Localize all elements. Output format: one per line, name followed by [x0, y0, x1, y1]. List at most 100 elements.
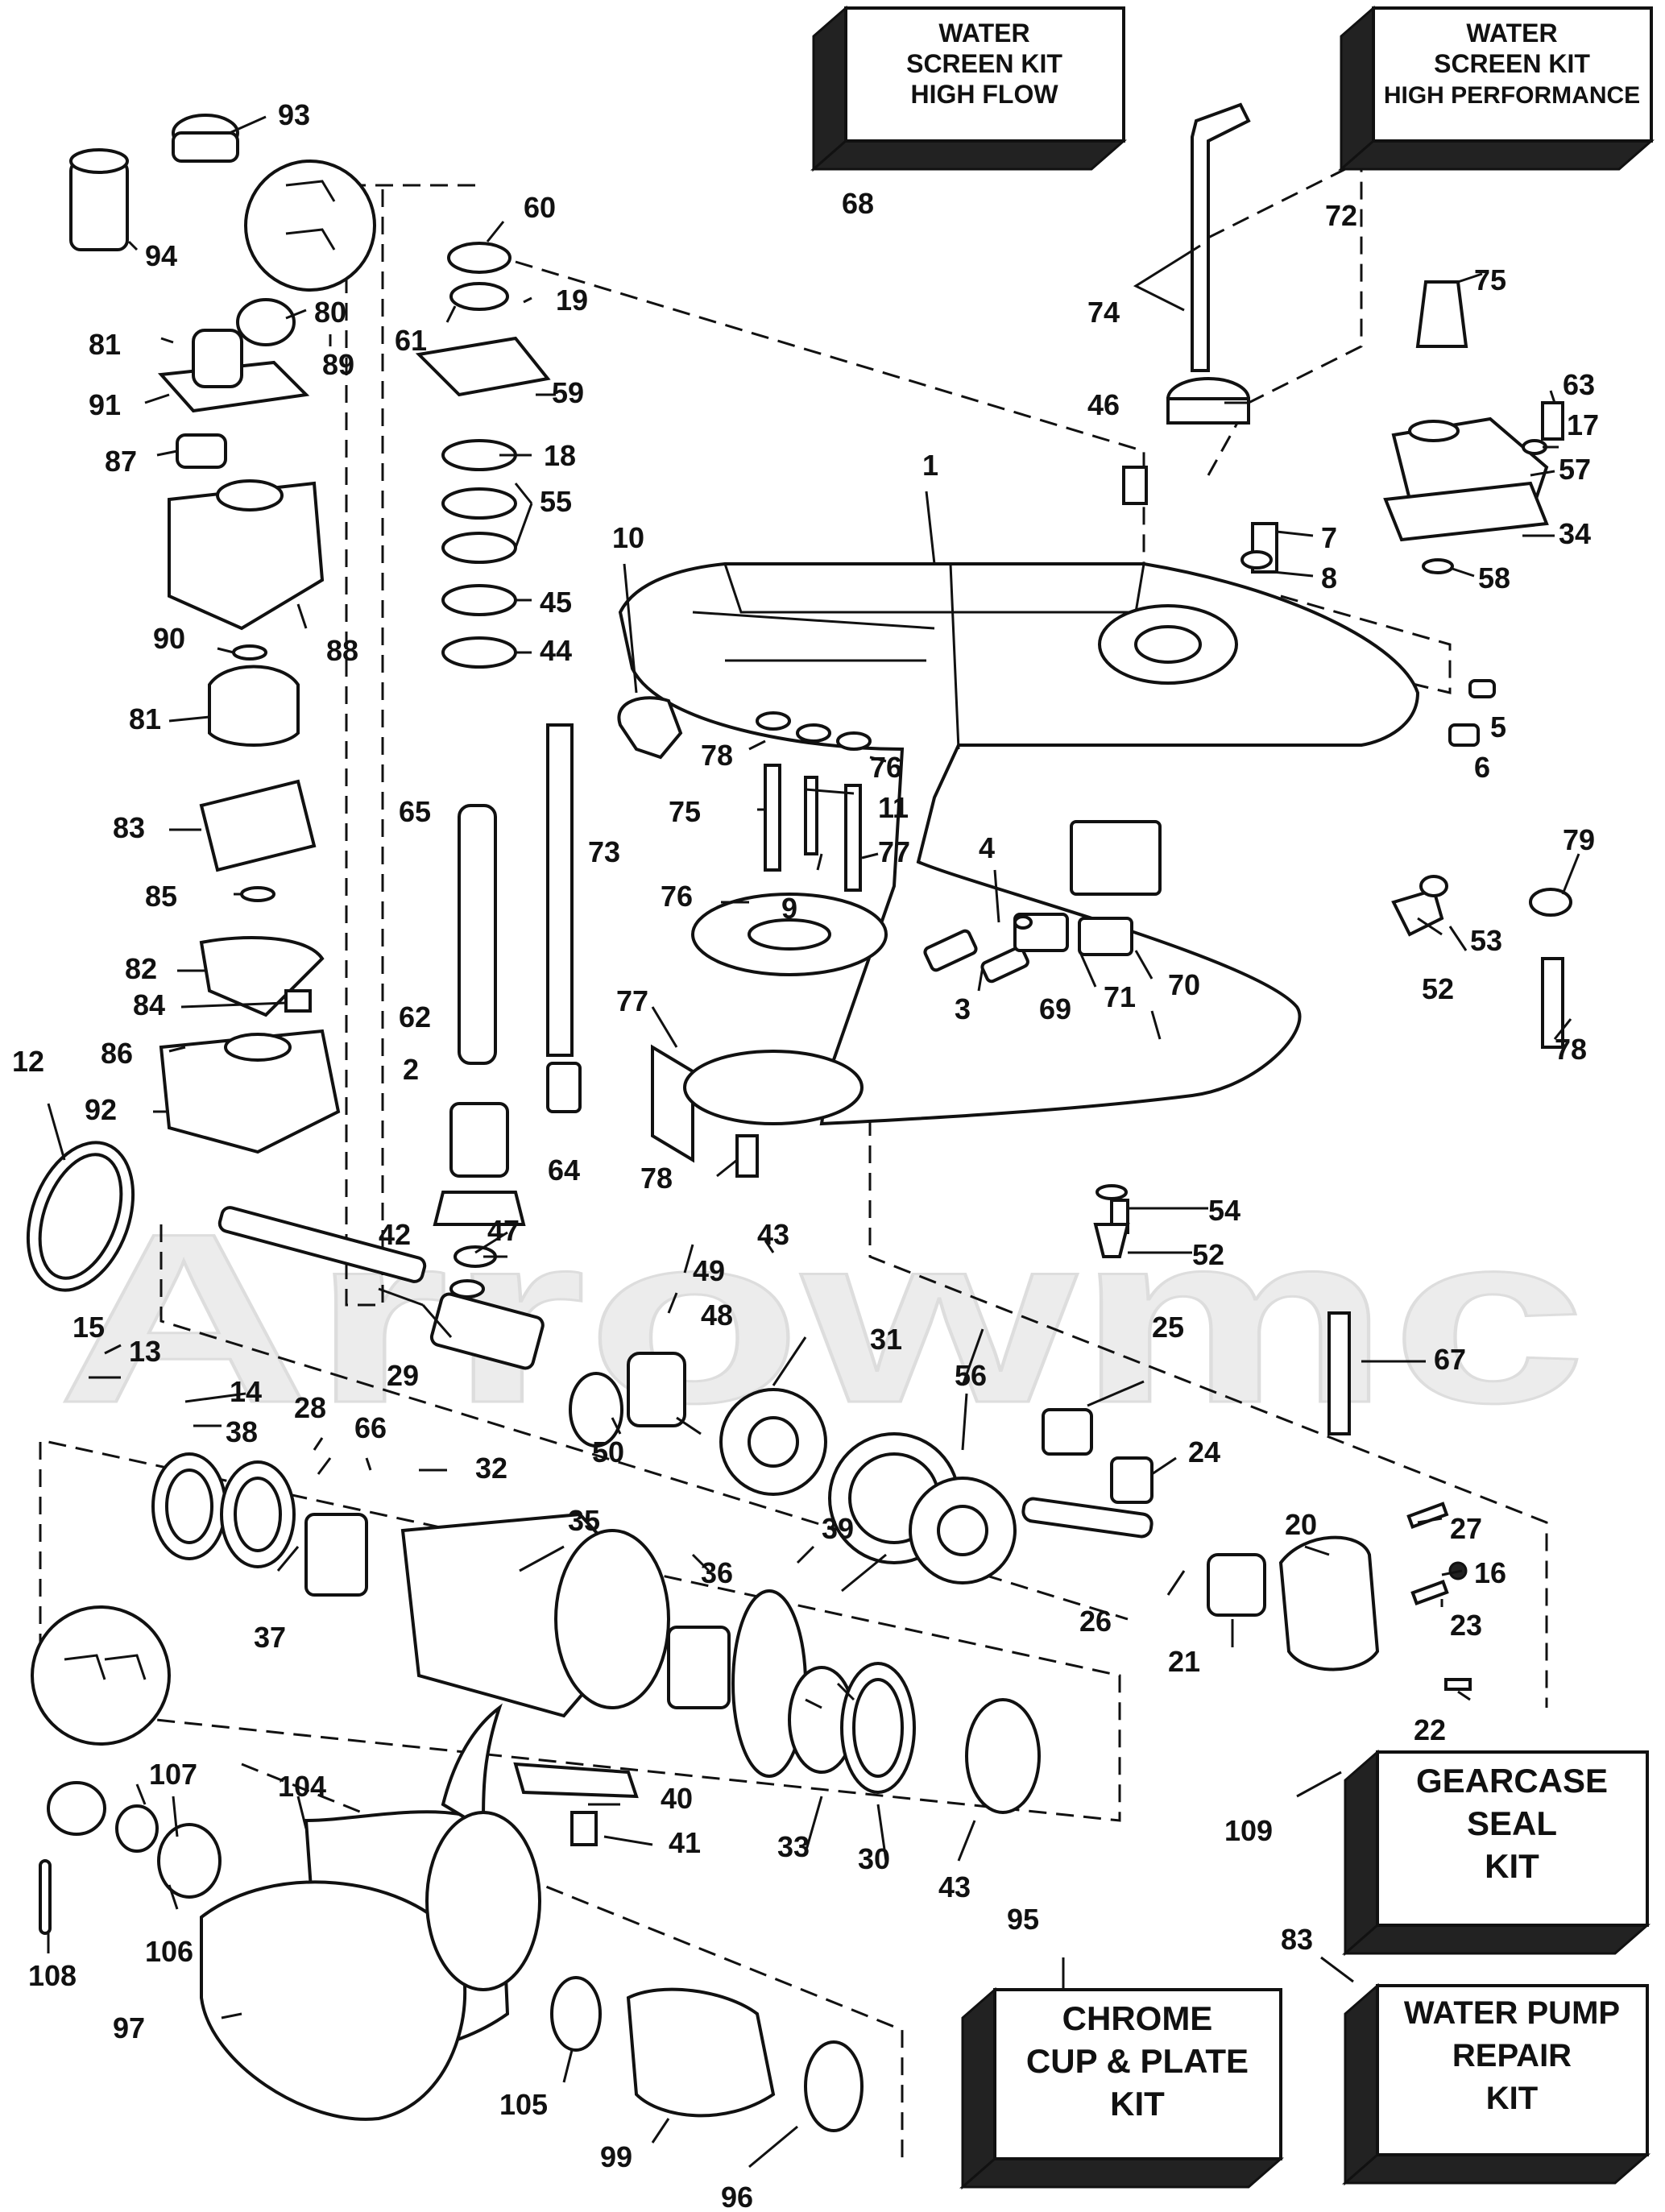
- callout-1: 1: [922, 449, 938, 482]
- callout-81-right: 79: [1563, 823, 1595, 856]
- callout-44: 44: [540, 634, 572, 667]
- callout-52: 53: [1470, 924, 1502, 957]
- callout-47: 47: [487, 1214, 520, 1247]
- callout-67: 69: [1039, 992, 1071, 1025]
- callout-19: 19: [556, 284, 588, 317]
- callout-87: 83: [113, 811, 145, 844]
- callout-50: 50: [592, 1435, 624, 1468]
- kit-66-line-1: WATER: [938, 19, 1029, 48]
- callout-4: 4: [979, 831, 995, 864]
- callout-78: 76: [870, 751, 902, 784]
- callout-30: 30: [858, 1842, 890, 1875]
- callout-49: 49: [693, 1254, 725, 1287]
- propshaft-parts: [151, 1452, 1041, 1846]
- callout-90: 86: [101, 1037, 133, 1070]
- kit-box-100: CHROME CUP & PLATE KIT: [959, 1986, 1284, 2190]
- detail-circles: [31, 159, 376, 1746]
- callout-72: 74: [1087, 296, 1120, 329]
- kit-82-line-2: REPAIR: [1452, 2038, 1572, 2073]
- callout-32: 32: [475, 1452, 507, 1485]
- callout-27: 27: [1450, 1512, 1482, 1545]
- kit-82-line-3: KIT: [1486, 2081, 1538, 2116]
- callout-8: 8: [1321, 561, 1337, 594]
- kit-70-line-1: WATER: [1466, 19, 1557, 48]
- callout-9: 9: [781, 892, 797, 925]
- callout-25: 25: [1152, 1311, 1184, 1344]
- callout-70: 72: [1325, 199, 1357, 232]
- callout-37: 37: [254, 1621, 286, 1654]
- callout-51: 52: [1422, 972, 1454, 1005]
- kit-109-line-2: SEAL: [1467, 1804, 1557, 1842]
- callout-99: 94: [145, 239, 177, 272]
- kit-box-70: WATER SCREEN KIT HIGH PERFORMANCE: [1338, 5, 1655, 172]
- callout-66: 68: [842, 187, 874, 220]
- callout-62: 64: [548, 1154, 580, 1187]
- callout-73: 75: [1474, 263, 1506, 296]
- kit-box-66: WATER SCREEN KIT HIGH FLOW: [810, 5, 1127, 172]
- callout-22: 22: [1414, 1713, 1446, 1746]
- callout-29: 29: [387, 1359, 419, 1392]
- callout-83: 80: [314, 296, 346, 329]
- callout-61: 63: [1563, 368, 1595, 401]
- callout-5: 5: [1490, 710, 1506, 744]
- callout-45: 45: [540, 586, 572, 619]
- callout-105: 105: [499, 2088, 548, 2121]
- callout-23: 23: [1450, 1609, 1482, 1642]
- callout-labels: 93 94 80 81 91 89 87 88 90 81 83 85 82 8…: [12, 98, 1599, 2212]
- callout-85: 81: [89, 328, 121, 361]
- callout-55: 57: [1559, 453, 1591, 486]
- callout-11: 11: [878, 791, 909, 824]
- callout-82: 83: [1281, 1923, 1313, 1956]
- callout-54: 56: [955, 1359, 987, 1392]
- callout-63: 65: [399, 795, 431, 828]
- callout-101: 96: [721, 2181, 753, 2212]
- callout-93: 89: [322, 348, 354, 381]
- callout-88: 84: [133, 988, 165, 1021]
- callout-17: 17: [1567, 408, 1599, 441]
- callout-103: 99: [600, 2140, 632, 2173]
- callout-79: 77: [878, 835, 910, 868]
- callout-59: 61: [395, 324, 427, 357]
- kit-box-109: GEARCASE SEAL KIT: [1342, 1749, 1651, 1957]
- callout-20: 20: [1285, 1508, 1317, 1541]
- callout-75: 77: [616, 984, 648, 1017]
- callout-28: 28: [294, 1391, 326, 1424]
- kit-100-line-3: KIT: [1110, 2085, 1165, 2123]
- callout-48: 48: [701, 1299, 733, 1332]
- kit-82-line-1: WATER PUMP: [1404, 1995, 1620, 2031]
- callout-34: 34: [1559, 517, 1591, 550]
- callout-21: 21: [1168, 1645, 1200, 1678]
- leader-lines: [47, 115, 1580, 2169]
- callout-33: 33: [777, 1830, 810, 1863]
- callout-6: 6: [1474, 751, 1490, 784]
- callout-109: 109: [1224, 1814, 1273, 1847]
- kit-66-line-2: SCREEN KIT: [906, 49, 1062, 78]
- callout-42: 42: [379, 1218, 411, 1251]
- kit-box-82: WATER PUMP REPAIR KIT: [1342, 1982, 1651, 2186]
- callout-24: 24: [1188, 1435, 1220, 1468]
- callout-96: 92: [85, 1093, 117, 1126]
- callout-100: 95: [1007, 1903, 1039, 1936]
- callout-77: 75: [669, 795, 701, 828]
- callout-107: 107: [149, 1758, 197, 1791]
- callout-80: 78: [1555, 1033, 1587, 1066]
- callout-53: 55: [540, 485, 572, 518]
- callout-7: 7: [1321, 521, 1337, 554]
- kit-70-line-2: SCREEN KIT: [1434, 49, 1590, 78]
- callout-71: 73: [588, 835, 620, 868]
- callout-86: 82: [125, 952, 157, 985]
- callout-69: 71: [1104, 980, 1136, 1013]
- callout-108: 108: [28, 1959, 77, 1992]
- callout-36: 36: [701, 1556, 733, 1589]
- callout-81: 78: [701, 739, 733, 772]
- callout-76: 78: [640, 1162, 673, 1195]
- callout-3: 3: [955, 992, 971, 1025]
- callout-84: 81: [129, 702, 161, 735]
- kit-100-line-1: CHROME: [1062, 1999, 1213, 2037]
- callout-12: 12: [12, 1045, 44, 1078]
- callout-74: 76: [661, 880, 693, 913]
- callout-2: 2: [403, 1053, 419, 1086]
- callout-10: 10: [612, 521, 644, 554]
- callout-92: 88: [326, 634, 358, 667]
